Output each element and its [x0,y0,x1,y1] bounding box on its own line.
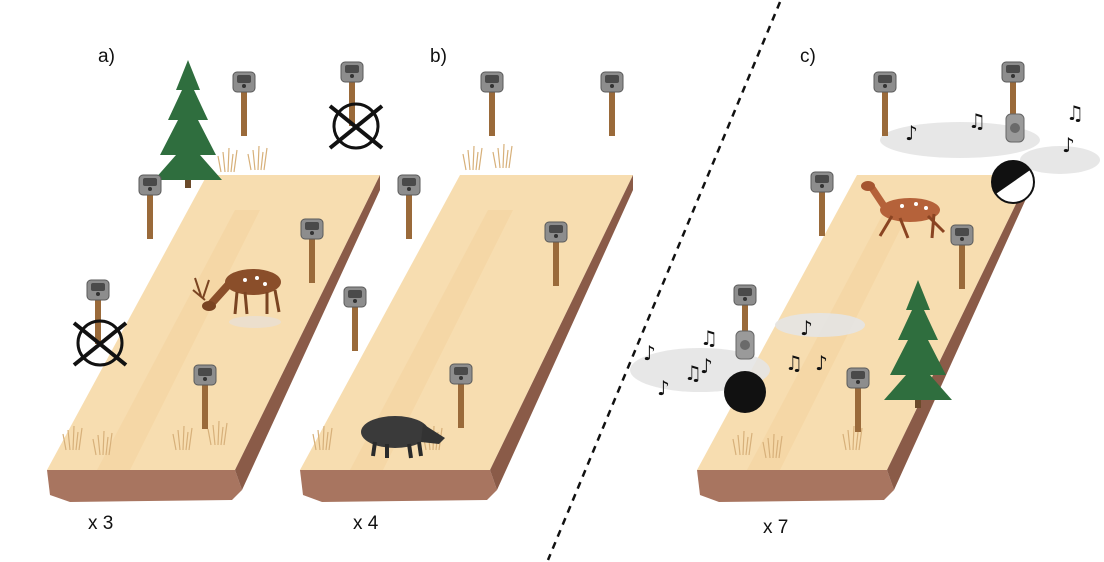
multiplier-c: x 7 [763,517,788,538]
music-note-icon: ♫ [968,109,986,133]
crossed-out-camera-icon [328,102,384,150]
camera-trap-icon [232,71,256,137]
music-note-icon: ♪ [643,341,656,365]
camera-trap-icon [138,174,162,240]
soil-b [300,470,497,502]
music-note-icon: ♫ [1066,101,1084,125]
camera-trap-icon [873,71,897,137]
speaker-icon [1005,113,1025,143]
multiplier-b: x 4 [353,513,379,534]
panel-label-a: a) [98,46,115,67]
music-note-icon: ♪ [657,376,670,400]
camera-trap-icon [480,71,504,137]
music-note-icon: ♫ [785,351,803,375]
spruce-tree-icon [154,60,222,188]
music-note-icon: ♪ [815,351,828,375]
field-a [47,175,380,470]
music-note-icon: ♪ [800,316,813,340]
panel-label-b: b) [430,46,447,67]
panel-b: b) x 4 [300,46,633,534]
partial-playback-indicator [991,160,1035,204]
camera-trap-icon [343,286,367,352]
music-note-icon: ♪ [905,121,918,145]
music-note-icon: ♫ [684,361,702,385]
fallow-deer-icon [861,181,946,239]
music-note-icon: ♪ [1062,133,1075,157]
camera-trap-icon [397,174,421,240]
fallow-deer-icon [192,269,281,328]
full-playback-indicator [724,371,766,413]
soil-a [47,470,242,502]
multiplier-a: x 3 [88,513,113,534]
panel-a: a) x 3 [47,46,384,534]
fog-cloud [880,122,1040,158]
panel-label-c: c) [800,46,816,67]
field-b [300,175,633,470]
divider-line [546,1,782,561]
wild-boar-icon [361,416,445,459]
music-note-icon: ♪ [700,354,713,378]
camera-trap-icon [600,71,624,137]
panel-c: ♪ ♫ ♪ ♫ ♪ ♫ ♪ ♫ ♪ ♪ ♫ ♪ c) x 7 [630,46,1100,538]
music-note-icon: ♫ [700,326,718,350]
soil-c [697,470,894,502]
speaker-icon [735,330,755,360]
